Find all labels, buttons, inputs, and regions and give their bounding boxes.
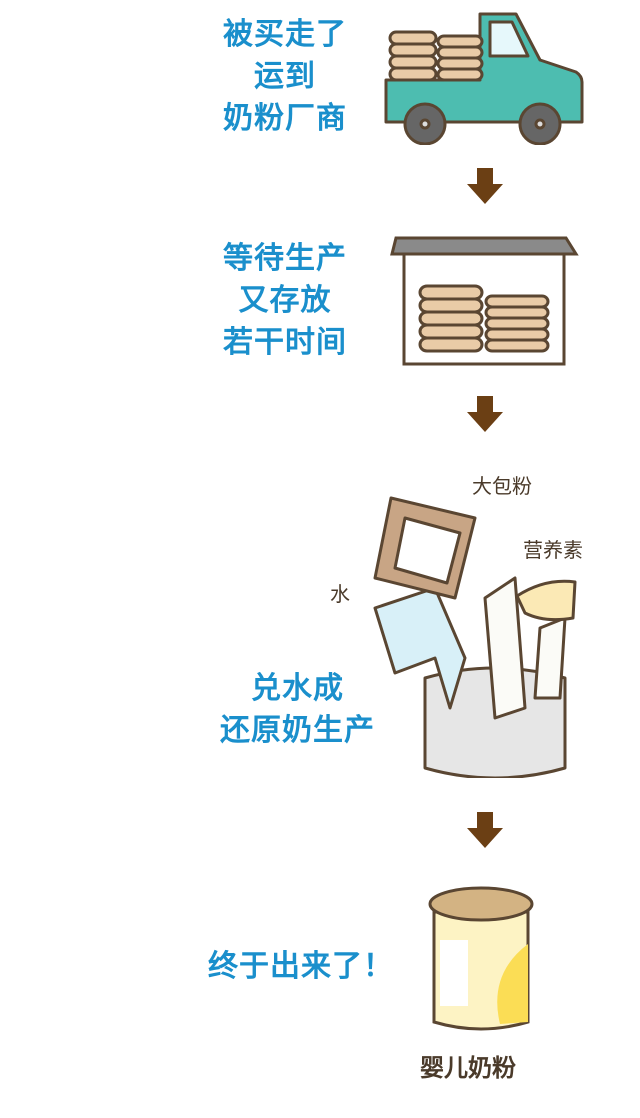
label-bulk-powder: 大包粉	[472, 474, 532, 498]
label-water: 水	[330, 582, 350, 606]
step3-line1: 兑水成	[251, 671, 344, 706]
step2-line3: 若干时间	[223, 325, 347, 360]
step1-line2: 运到	[254, 59, 316, 94]
arrow-down-icon	[467, 168, 503, 204]
mixing-pot-icon	[373, 496, 577, 778]
step3-text: 兑水成 还原奶生产	[205, 668, 390, 752]
step1-line3: 奶粉厂商	[223, 101, 347, 136]
formula-caption: 婴儿奶粉	[420, 1054, 516, 1082]
step4-text: 终于出来了！	[208, 949, 394, 984]
arrow-down-icon	[467, 396, 503, 432]
step2-line1: 等待生产	[223, 241, 347, 276]
step2-text: 等待生产 又存放 若干时间	[205, 238, 365, 364]
truck-icon	[384, 12, 584, 145]
warehouse-icon	[390, 236, 579, 366]
step2-line2: 又存放	[238, 283, 332, 318]
formula-can-icon	[428, 886, 534, 1031]
step1-text: 被买走了 运到 奶粉厂商	[205, 14, 365, 140]
arrow-down-icon	[467, 812, 503, 848]
step3-line2: 还原奶生产	[220, 713, 375, 748]
step1-line1: 被买走了	[223, 17, 347, 52]
label-nutrients: 营养素	[523, 538, 583, 562]
